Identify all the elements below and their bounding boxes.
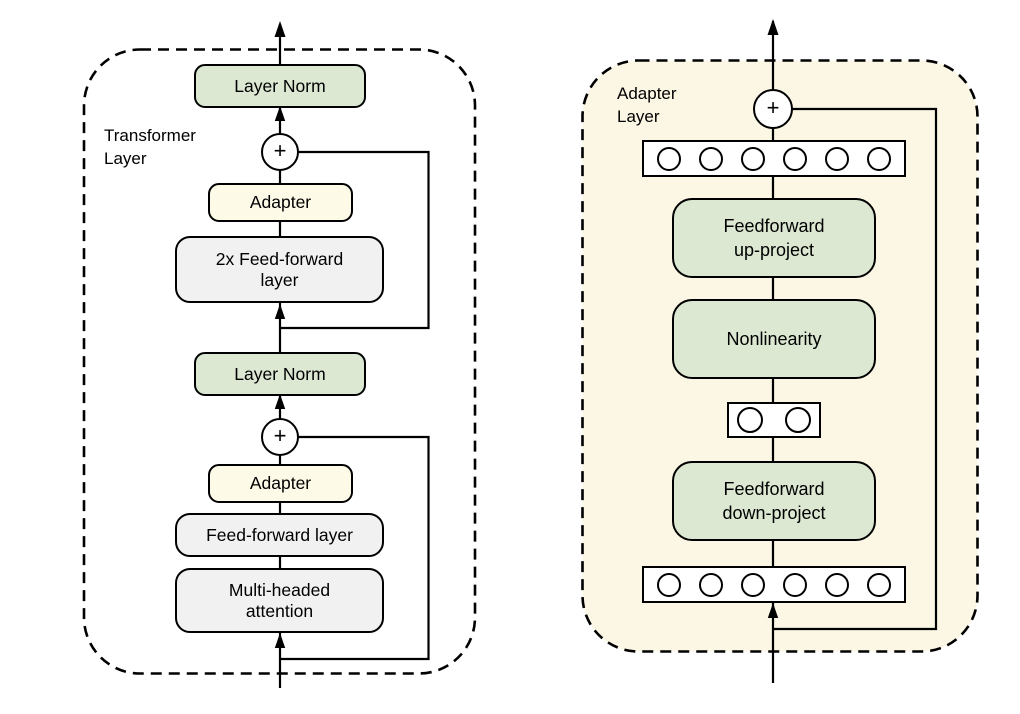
arrow-into-layer-norm-top [274, 106, 286, 121]
skip-connection-line-upper [280, 150, 430, 330]
feedforward-2x-box: 2x Feed-forward layer [175, 236, 384, 303]
output-arrow-left [274, 21, 286, 37]
unit-circle [785, 407, 811, 433]
feedforward-layer-box: Feed-forward layer [175, 513, 384, 557]
transformer-layer-label: Transformer Layer [104, 126, 196, 168]
output-arrow-right [767, 19, 779, 35]
unit-circle [867, 572, 891, 597]
arrow-into-feedforward-2x [274, 304, 286, 319]
add-node-top-left: + [261, 133, 299, 171]
adapter-layer-label: Adapter Layer [617, 84, 677, 126]
multi-headed-attention-box: Multi-headed attention [175, 568, 384, 633]
layer-norm-box-top: Layer Norm [194, 64, 366, 108]
arrow-into-attention [274, 633, 286, 648]
add-node-right: + [753, 89, 793, 129]
unit-circle [741, 146, 765, 171]
feature-vector-row-bottom [642, 566, 906, 603]
unit-circle [783, 146, 807, 171]
adapter-box-bottom: Adapter [208, 464, 353, 503]
unit-circle [657, 146, 681, 171]
adapter-skip-connection-line [773, 107, 938, 631]
feedforward-down-project-box: Feedforward down-project [672, 461, 876, 541]
unit-circle [657, 572, 681, 597]
add-node-bottom-left: + [261, 418, 299, 456]
nonlinearity-box: Nonlinearity [672, 299, 876, 379]
unit-circle [741, 572, 765, 597]
adapter-box-top: Adapter [208, 183, 353, 222]
arrow-into-layer-norm-bottom [274, 394, 286, 409]
unit-circle [737, 407, 763, 433]
feature-vector-row-top [642, 140, 906, 177]
skip-connection-line-lower [280, 435, 430, 661]
unit-circle [699, 572, 723, 597]
unit-circle [699, 146, 723, 171]
unit-circle [867, 146, 891, 171]
bottleneck-vector-row [727, 402, 821, 438]
unit-circle [783, 572, 807, 597]
feedforward-up-project-box: Feedforward up-project [672, 198, 876, 278]
unit-circle [825, 146, 849, 171]
layer-norm-box-bottom: Layer Norm [194, 352, 366, 396]
unit-circle [825, 572, 849, 597]
input-arrow-right [767, 603, 779, 618]
